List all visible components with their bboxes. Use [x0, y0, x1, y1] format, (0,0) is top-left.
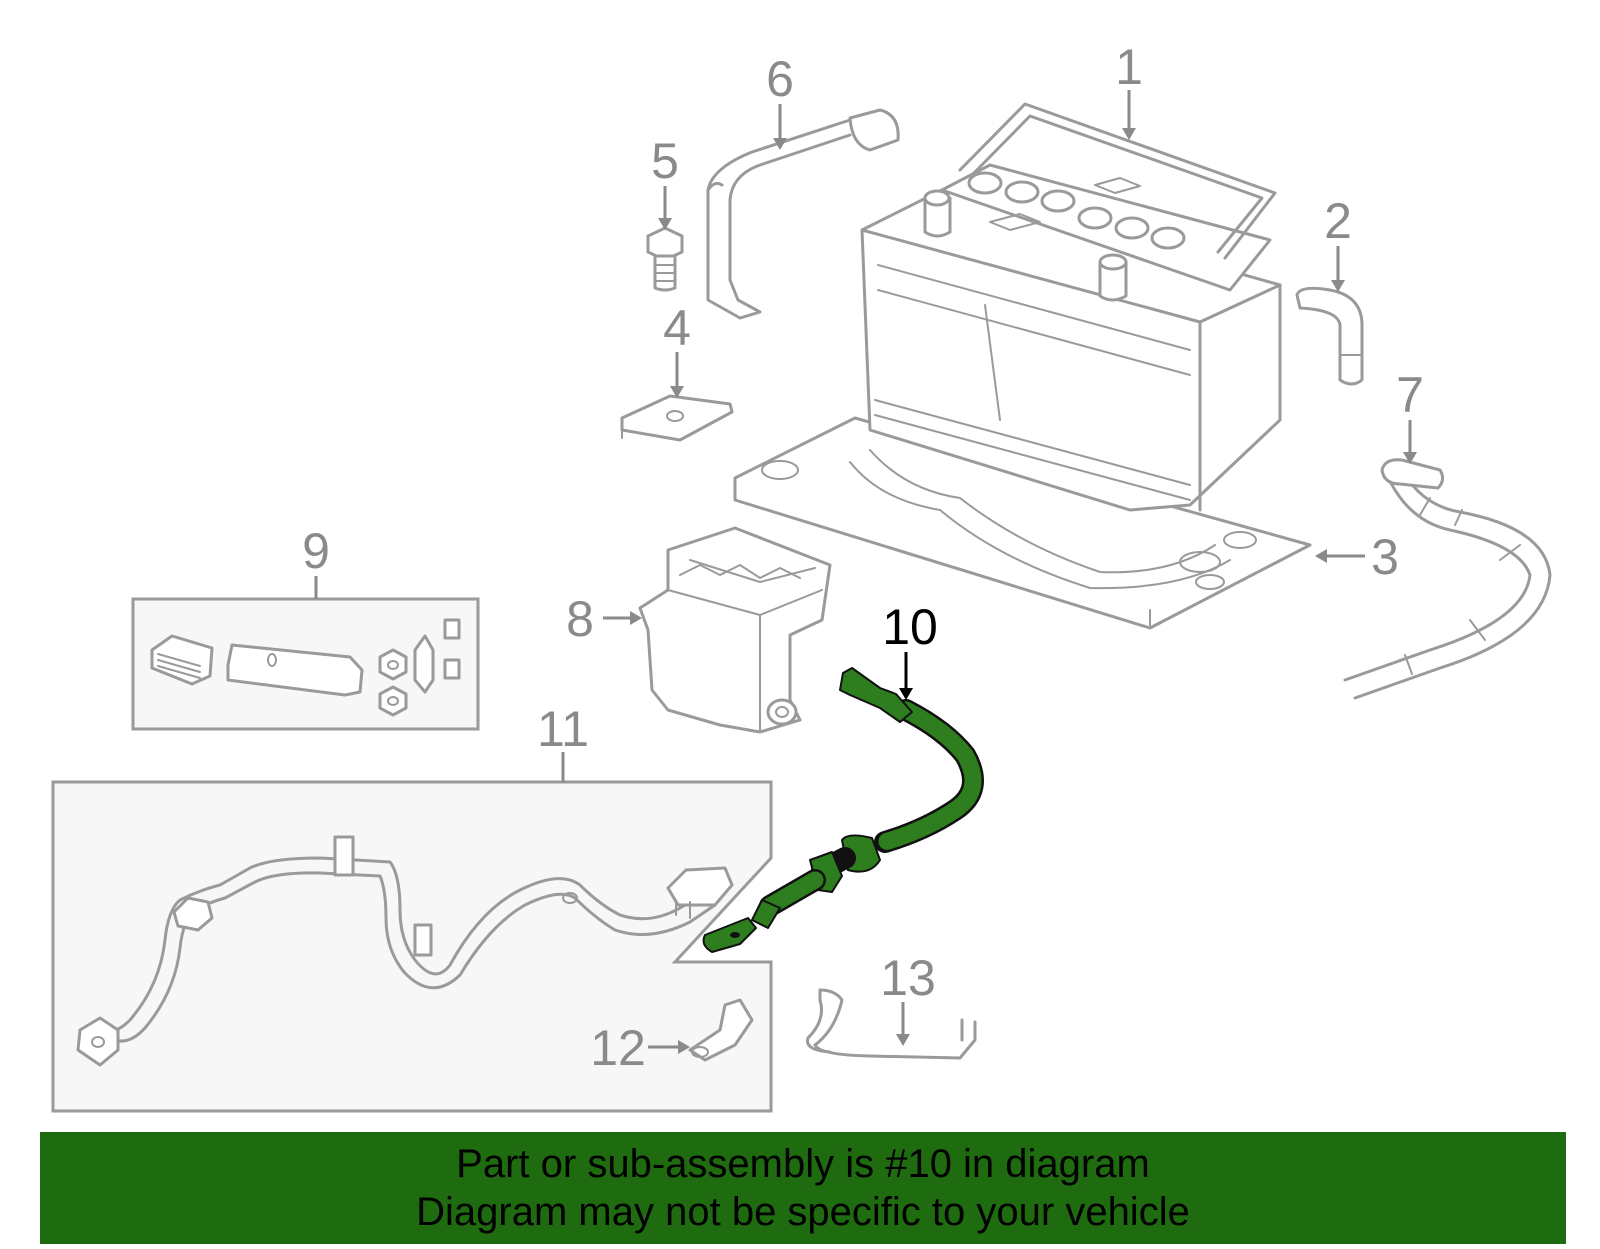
part-8-fuse-box[interactable] [638, 526, 832, 734]
callout-10: 10 [882, 599, 938, 655]
banner-line-2: Diagram may not be specific to your vehi… [416, 1190, 1190, 1234]
callout-9: 9 [302, 523, 330, 579]
part-11-cable-harness-box[interactable] [51, 780, 773, 1113]
part-3-battery-tray[interactable] [733, 416, 1312, 630]
callout-2: 2 [1324, 193, 1352, 249]
part-13-cable[interactable] [805, 988, 977, 1060]
callout-1: 1 [1115, 39, 1143, 95]
callout-6: 6 [766, 51, 794, 107]
banner-line-1: Part or sub-assembly is #10 in diagram [456, 1142, 1150, 1186]
part-12-bracket[interactable] [688, 998, 754, 1062]
part-7-negative-cable[interactable] [1343, 458, 1552, 700]
callout-5: 5 [651, 133, 679, 189]
callout-13: 13 [880, 950, 936, 1006]
info-banner: Part or sub-assembly is #10 in diagram D… [40, 1132, 1566, 1244]
callout-4: 4 [663, 300, 691, 356]
part-1-battery[interactable] [860, 102, 1282, 512]
callout-12: 12 [590, 1020, 646, 1076]
callout-11: 11 [537, 701, 589, 757]
part-5-bolt[interactable] [646, 226, 684, 292]
part-10-positive-cable[interactable] [702, 667, 984, 953]
callout-8: 8 [566, 591, 594, 647]
callout-7: 7 [1396, 367, 1424, 423]
callout-3: 3 [1371, 529, 1399, 585]
part-6-hold-down-rod[interactable] [706, 108, 900, 320]
part-9-fastener-kit-box[interactable] [131, 597, 480, 731]
part-4-hold-down-bracket[interactable] [620, 394, 734, 442]
part-2-terminal-cover[interactable] [1295, 286, 1364, 386]
